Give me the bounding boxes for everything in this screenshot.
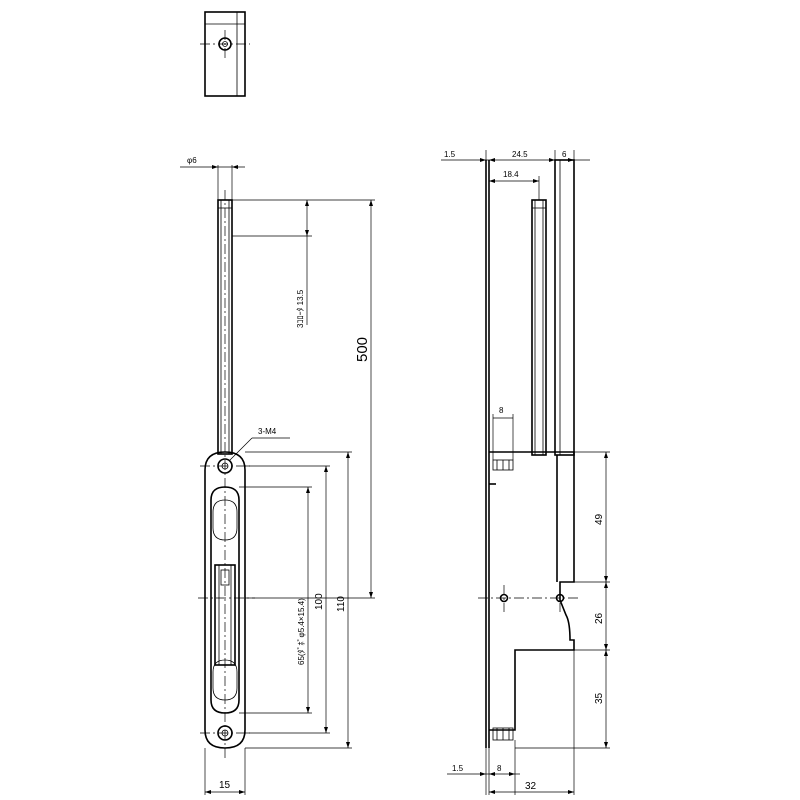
thread-spec-label: 3ｺﾛｰﾀ 13.5 <box>296 289 305 328</box>
top-view <box>200 11 250 97</box>
side-1-5-bottom-label: 1.5 <box>452 764 464 773</box>
side-24-5-label: 24.5 <box>512 150 528 159</box>
screw-spec-label: 3-M4 <box>258 427 277 436</box>
front-view: φ6 3ｺﾛｰﾀ 13.5 <box>180 156 375 795</box>
plate-110-label: 110 <box>336 596 347 612</box>
side-35-label: 35 <box>594 692 605 704</box>
total-length-label: 500 <box>354 337 371 362</box>
side-8-bottom-label: 8 <box>497 764 502 773</box>
plate-100-label: 100 <box>314 593 325 610</box>
side-view: 1.5 24.5 6 18.4 8 49 26 35 <box>441 150 610 795</box>
rod-diameter-label: φ6 <box>187 156 197 165</box>
side-18-4-label: 18.4 <box>503 170 519 179</box>
side-6-label: 6 <box>562 150 567 159</box>
side-1-5-top-label: 1.5 <box>444 150 456 159</box>
side-8-top-label: 8 <box>499 406 504 415</box>
side-49-label: 49 <box>594 513 605 525</box>
plate-width-label: 15 <box>219 780 231 791</box>
side-32-label: 32 <box>525 781 537 792</box>
slot-spec-label: 65(ﾀﾞﾎﾞφ5.4×15.4) <box>297 598 306 665</box>
side-26-label: 26 <box>594 612 605 624</box>
